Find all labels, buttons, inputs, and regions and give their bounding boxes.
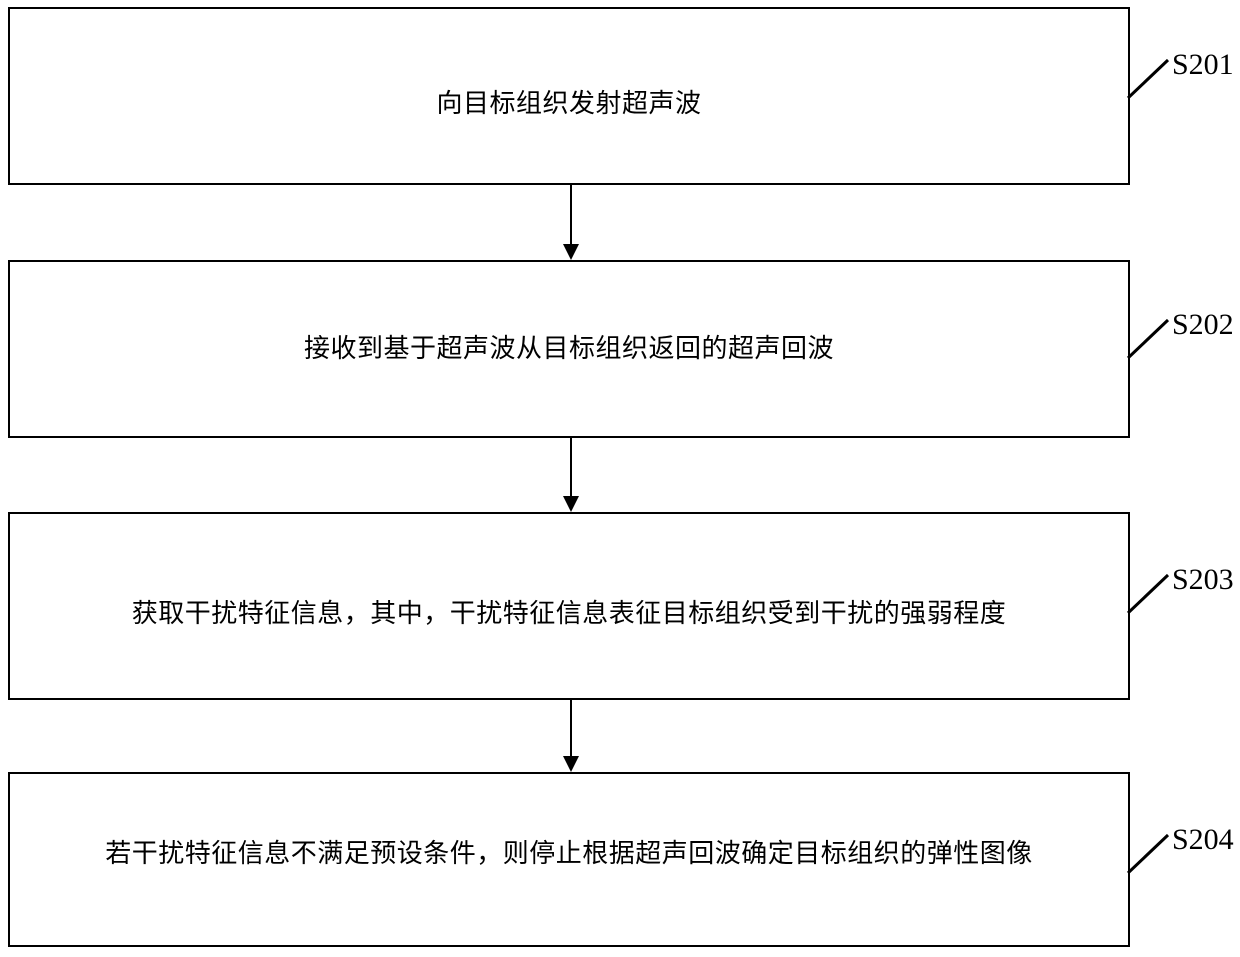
connector-line [570, 438, 572, 497]
step-number-s202: S202 [1172, 308, 1234, 341]
flowchart-node-s204-label: 若干扰特征信息不满足预设条件，则停止根据超声回波确定目标组织的弹性图像 [105, 839, 1033, 868]
flowchart-node-s204[interactable]: 若干扰特征信息不满足预设条件，则停止根据超声回波确定目标组织的弹性图像 [8, 772, 1130, 947]
flowchart-node-s201[interactable]: 向目标组织发射超声波 [8, 7, 1130, 185]
flowchart-node-s201-label: 向目标组织发射超声波 [436, 89, 702, 118]
flowchart-node-s203[interactable]: 获取干扰特征信息，其中，干扰特征信息表征目标组织受到干扰的强弱程度 [8, 512, 1130, 700]
flowchart-node-s202[interactable]: 接收到基于超声波从目标组织返回的超声回波 [8, 260, 1130, 438]
step-number-s201: S201 [1172, 48, 1234, 81]
down-arrow-icon [563, 756, 579, 772]
leader-line-s203-icon [1126, 573, 1170, 615]
flowchart-node-s203-label: 获取干扰特征信息，其中，干扰特征信息表征目标组织受到干扰的强弱程度 [131, 599, 1007, 628]
leader-line-s201-icon [1126, 58, 1170, 100]
leader-line-s202-icon [1126, 318, 1170, 360]
connector-s202-to-s203 [563, 438, 579, 512]
step-number-s203: S203 [1172, 563, 1234, 596]
step-number-s204: S204 [1172, 823, 1234, 856]
down-arrow-icon [563, 496, 579, 512]
flowchart-node-s202-label: 接收到基于超声波从目标组织返回的超声回波 [303, 334, 834, 363]
connector-line [570, 185, 572, 245]
connector-s203-to-s204 [563, 700, 579, 772]
leader-line-s204-icon [1126, 833, 1170, 875]
down-arrow-icon [563, 244, 579, 260]
connector-s201-to-s202 [563, 185, 579, 260]
connector-line [570, 700, 572, 757]
